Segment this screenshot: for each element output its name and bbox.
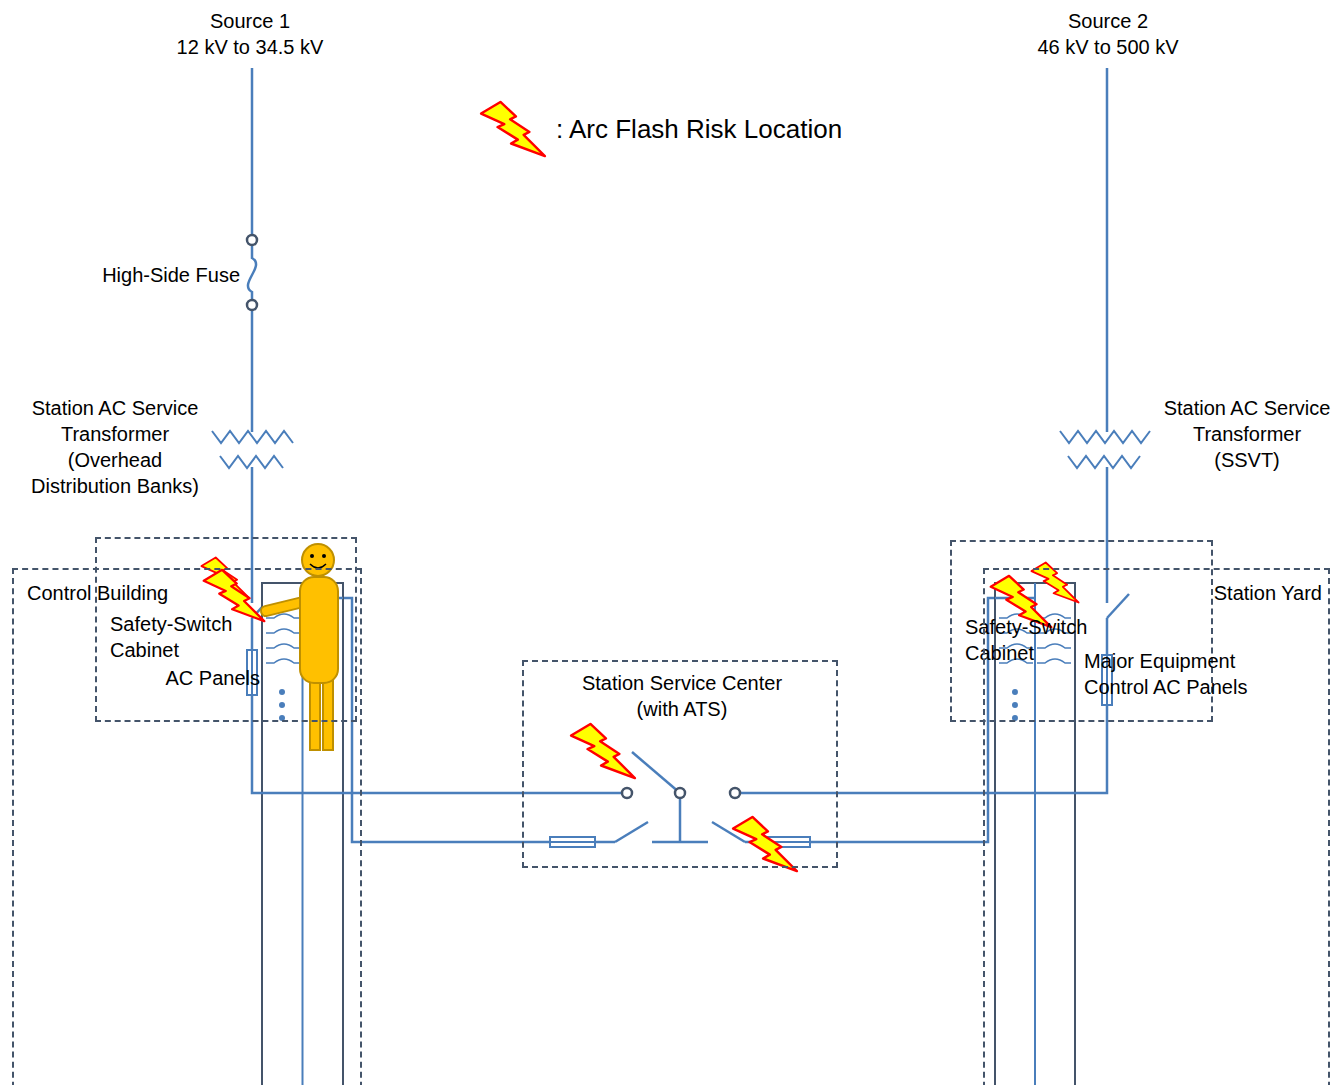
fuse-symbol bbox=[550, 841, 595, 843]
dashed-enclosure: Station Service Center (with ATS) bbox=[522, 660, 838, 868]
legend-entry: : Arc Flash Risk Location bbox=[478, 100, 842, 158]
feeder-wire bbox=[252, 722, 522, 793]
transformer-winding bbox=[1060, 431, 1150, 443]
equipment-label: High-Side Fuse bbox=[60, 262, 240, 288]
terminal-circle bbox=[730, 788, 740, 798]
wiring bbox=[522, 841, 550, 844]
wiring bbox=[1106, 705, 1109, 722]
enclosure-title: Safety-Switch Cabinet bbox=[110, 611, 250, 663]
worker-figure bbox=[266, 544, 338, 750]
worker-figure bbox=[300, 577, 338, 683]
wiring bbox=[652, 841, 708, 844]
wiring bbox=[595, 841, 615, 844]
wiring bbox=[251, 618, 254, 650]
dashed-enclosure: Control Building AC Panels bbox=[12, 568, 362, 1085]
source-label: Source 2 bbox=[1058, 8, 1158, 34]
wiring bbox=[248, 245, 256, 300]
feeder-wire bbox=[838, 841, 983, 844]
source-label: Source 1 bbox=[200, 8, 300, 34]
worker-figure bbox=[310, 554, 314, 558]
equipment-label: Station AC Service Transformer (Overhead… bbox=[22, 395, 208, 499]
arc-flash-bolt bbox=[201, 558, 1078, 872]
arc-flash-bolt bbox=[733, 817, 797, 871]
worker-figure bbox=[323, 680, 333, 750]
wiring bbox=[522, 792, 622, 795]
enclosure-title: Station Service Center (with ATS) bbox=[567, 670, 797, 722]
feeder-wire bbox=[838, 722, 1107, 793]
ac-panel bbox=[266, 644, 301, 648]
worker-figure bbox=[302, 544, 334, 576]
terminal-circle bbox=[622, 788, 632, 798]
wiring bbox=[251, 68, 254, 235]
ac-panel bbox=[1037, 644, 1071, 648]
transformer-winding bbox=[220, 456, 283, 468]
worker-figure bbox=[266, 602, 303, 611]
enclosure-title: Station Yard bbox=[1122, 580, 1322, 606]
dashed-enclosure: Safety-Switch Cabinet bbox=[95, 537, 357, 722]
ac-panel bbox=[279, 689, 285, 695]
ac-panel bbox=[279, 702, 285, 708]
legend-sample bbox=[478, 100, 548, 158]
wiring bbox=[251, 695, 254, 722]
wiring bbox=[679, 798, 682, 842]
feeder-wire bbox=[362, 841, 522, 844]
wiring bbox=[1107, 594, 1129, 618]
transformer-winding bbox=[212, 431, 1150, 468]
wiring bbox=[1106, 68, 1109, 432]
arc-flash-bolt bbox=[481, 102, 545, 156]
wiring bbox=[1106, 618, 1109, 655]
transformer-winding bbox=[212, 431, 293, 443]
wiring bbox=[251, 310, 254, 432]
arc-flash-bolt bbox=[571, 724, 635, 778]
wiring bbox=[251, 467, 254, 603]
terminal-circle bbox=[675, 788, 685, 798]
ac-panel bbox=[1037, 659, 1071, 663]
ac-panel bbox=[1034, 583, 1036, 1085]
terminal-circle bbox=[247, 235, 257, 245]
panel-label: Major Equipment Control AC Panels bbox=[1084, 648, 1254, 700]
enclosure-title: Control Building bbox=[27, 580, 207, 606]
worker-figure bbox=[310, 680, 320, 750]
wiring bbox=[810, 841, 838, 844]
ac-panel bbox=[1012, 689, 1018, 695]
worker-figure bbox=[322, 554, 326, 558]
ac-panel bbox=[266, 629, 301, 633]
ac-panel bbox=[1012, 702, 1018, 708]
fuse-symbol bbox=[550, 837, 595, 847]
worker-figure bbox=[266, 602, 303, 611]
source-label: 12 kV to 34.5 kV bbox=[150, 34, 350, 60]
wiring bbox=[632, 752, 680, 793]
transformer-winding bbox=[1068, 456, 1140, 468]
wiring bbox=[1106, 467, 1109, 603]
ac-panel bbox=[266, 659, 301, 663]
ac-panel bbox=[262, 583, 1075, 1085]
dashed-enclosure: Station YardMajor Equipment Control AC P… bbox=[983, 568, 1330, 1085]
equipment-label: Station AC Service Transformer (SSVT) bbox=[1160, 395, 1334, 473]
wiring bbox=[740, 792, 838, 795]
wiring bbox=[615, 822, 648, 842]
panel-label: AC Panels bbox=[160, 665, 260, 691]
terminal-circle bbox=[247, 300, 257, 310]
source-label: 46 kV to 500 kV bbox=[1008, 34, 1208, 60]
legend-text: : Arc Flash Risk Location bbox=[556, 114, 842, 145]
